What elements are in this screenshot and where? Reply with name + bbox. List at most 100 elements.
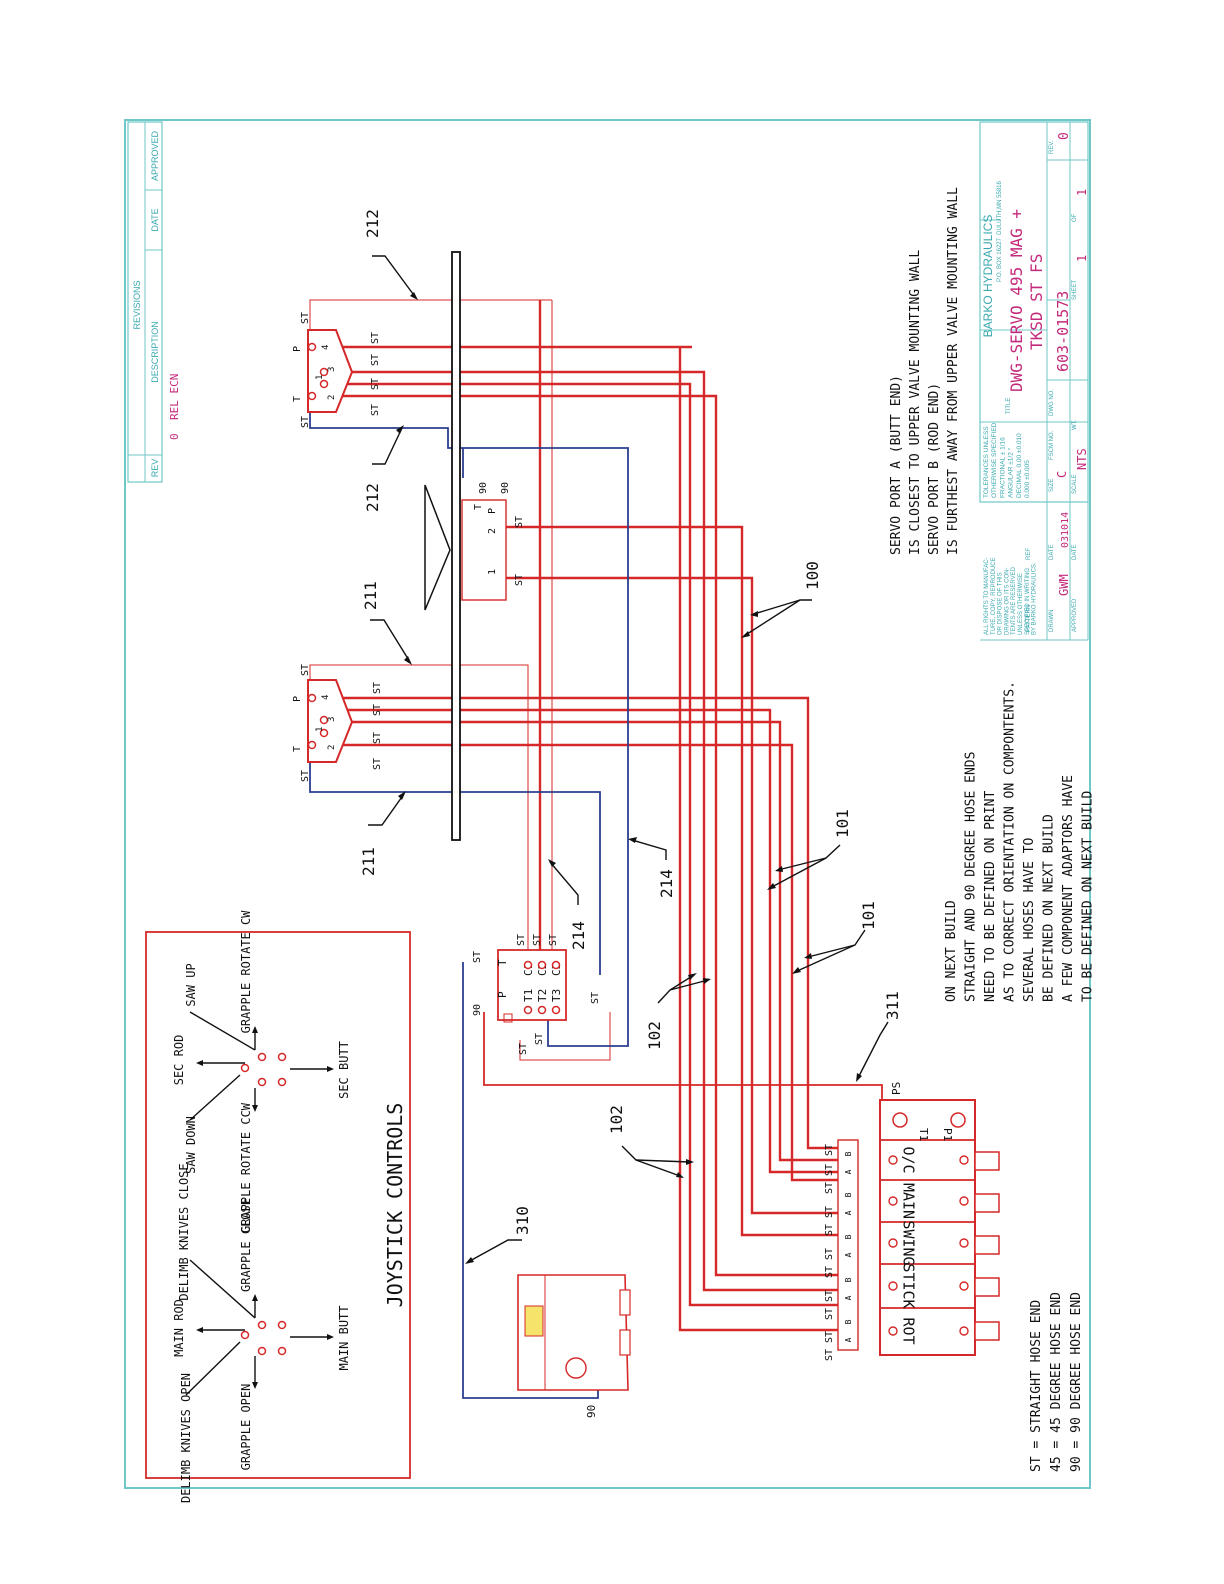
st-label: ST [548,934,559,946]
delimb-knives-close-label: DELIMB KNIVES CLOSE [177,1163,191,1300]
st-label: ST [824,1224,835,1236]
legend-line: 90 = 90 DEGREE HOSE END [1069,1292,1084,1472]
rights-notice: ALL RIGHTS TO MANUFAC-TURE, COPY, REPROD… [984,557,1038,635]
rights-line: UNLESS OTHERWISE [1018,573,1024,635]
valve212-2: 2 [327,395,337,400]
ninety-label: 90 [472,1004,483,1016]
port-b-label: B [844,1234,853,1239]
hose-212-callout-b: 212 [363,483,382,512]
servo-note-line: SERVO PORT A (BUTT END) [889,375,904,555]
servo-note-line: IS CLOSEST TO UPPER VALVE MOUNTING WALL [908,250,923,555]
grapple-open-label: GRAPPLE OPEN [239,1384,253,1471]
valve-section-label: MAIN [900,1183,918,1219]
st-label: ST [514,574,525,586]
hose-valve212-port3 [336,382,838,1307]
st-label: ST [824,1308,835,1320]
ninety-label: 90 [585,1405,598,1418]
rights-line: ALL RIGHTS TO MANUFAC- [984,557,990,635]
hose-211-callout-b: 211 [359,847,378,876]
rev-label: REV. [1049,140,1055,154]
st-label: ST [824,1290,835,1302]
drawing-title-1: DWG-SERVO 495 MAG + [1007,209,1026,392]
build-note-line: A FEW COMPONENT ADAPTORS HAVE [1061,775,1076,1002]
hose-valve212-port2 [336,394,838,1277]
st-label: ST [824,1144,835,1156]
hose-310 [462,962,599,1399]
weight-label: WT. [1072,419,1078,430]
rights-line: OR DISPOSE OF THIS [998,572,1004,635]
build-note-line: ON NEXT BUILD [944,900,959,1002]
section-port-circle [888,1238,898,1248]
valve-handle [424,484,451,611]
rights-line: TENTS ARE RESERVED [1011,566,1017,635]
hose-manifold-t [519,1012,611,1061]
title-label: TITLE [1006,398,1012,414]
st-label: ST [372,704,383,716]
hose-212-callout-a: 212 [363,209,382,238]
ref-label: REF [1026,548,1032,560]
section-port-circle [888,1281,898,1291]
hose-311-callout: 311 [883,991,902,1020]
rev-row-description: REL ECN [168,374,181,420]
size-label: SIZE [1049,479,1055,492]
spool-end [974,1151,1000,1171]
joystick-valve-212: T P 2 1 3 4 ST ST ST ST ST ST [292,312,381,428]
small-valve-1: 1 [487,569,498,575]
tolerance-line: OTHERWISE SPECIFIED [991,422,998,498]
build-note-line: TO BE DEFINED ON NEXT BUILD [1081,791,1096,1002]
grapple-rotate-ccw-label: GRAPPLE ROTATE CCW [239,1102,253,1233]
approved-col: APPROVED [150,130,160,181]
st-label: ST [532,934,543,946]
hose-valve211-port3 [336,708,838,1174]
tolerance-line: TOLERANCES UNLESS [983,426,990,498]
st-label: ST [372,758,383,770]
rights-line: DRAWING OR ITS CON- [1004,568,1010,635]
servo-port-notes: SERVO PORT A (BUTT END) IS CLOSEST TO UPP… [889,187,961,555]
hose-valve211-port2 [336,743,838,1182]
hose-310-callout: 310 [513,1206,532,1235]
rev-row-number: 0 [168,433,181,440]
hose-101-callout-b: 101 [859,901,878,930]
description-col: DESCRIPTION [150,321,160,383]
ninety-label: 90 [500,482,511,494]
hose-callouts: 212 212 211 211 214 214 100 101 101 102 … [359,209,902,1264]
control-box-window [524,1305,544,1337]
hose-valve211-port4 [336,696,838,1150]
st-label: ST [590,992,601,1004]
valve212-p: P [292,346,303,352]
st-label: ST [514,516,525,528]
valve211-p: P [292,696,303,702]
manifold-t: T [496,959,509,966]
port-a-label: A [844,1337,853,1342]
build-note-line: NEED TO BE DEFINED ON PRINT [983,791,998,1002]
valve211-1: 1 [315,727,325,732]
spool-end [974,1277,1000,1297]
rights-line: TURE, COPY, REPRODUCE [991,557,997,635]
valve212-4: 4 [321,345,331,350]
hose-212-blue [309,400,629,1047]
st-label: ST [824,1206,835,1218]
main-rod-label: MAIN ROD [172,1299,186,1357]
st-label: ST [824,1182,835,1194]
date-label: DATE [1049,544,1055,560]
saw-down-label: SAW DOWN [184,1116,198,1174]
size-value: C [1055,471,1069,478]
st-label: ST [824,1248,835,1260]
scale-value: NTS [1075,448,1089,470]
ninety-label: 90 [478,482,489,494]
legend-line: 45 = 45 DEGREE HOSE END [1049,1292,1064,1472]
manifold-t3: T3 [550,989,563,1002]
inlet-t1: T1 [917,1128,930,1141]
joystick-controls: JOYSTICK CONTROLS MAIN ROD MAIN BUTT GRA… [145,910,411,1503]
small-valve-p: P [487,508,498,514]
st-label: ST [370,378,381,390]
hose-100-callout: 100 [803,561,822,590]
rev-value: 0 [1057,132,1072,140]
section-port-circle [888,1326,898,1336]
hose-212-pilot [309,299,552,340]
hose-small-valve-port2 [505,525,838,1237]
st-label: ST [300,416,311,428]
